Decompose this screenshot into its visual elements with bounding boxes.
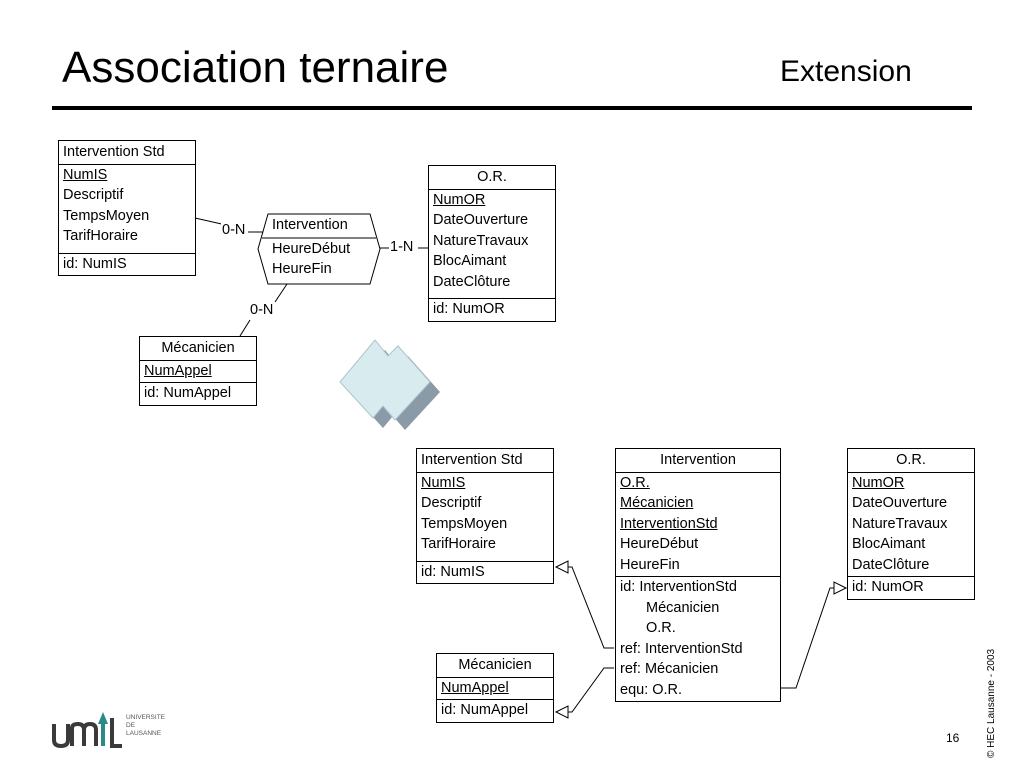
page-number: 16 — [946, 731, 960, 745]
university-logo: UNIVERSITE DE LAUSANNE — [52, 710, 172, 754]
line-is-intervention — [194, 217, 227, 226]
entity-intervention-std-top: Intervention Std NumIS Descriptif TempsM… — [58, 140, 196, 276]
logo-line-2: DE — [126, 722, 136, 729]
entity-id: id: NumAppel — [441, 702, 529, 718]
attr-numappel: NumAppel — [144, 362, 212, 379]
relationship-intervention: Intervention HeureDébut HeureFin — [258, 214, 380, 284]
attr-numis: NumIS — [421, 474, 466, 491]
ref-arrow-mecanicien — [554, 705, 569, 719]
attr-heuredebut: HeureDébut — [620, 536, 699, 552]
entity-name: Intervention Std — [59, 141, 195, 165]
line-intervention-mec-2 — [239, 319, 251, 337]
attr-tarifhoraire: TarifHoraire — [63, 228, 138, 244]
attr-interventionstd-ref: InterventionStd — [620, 515, 718, 532]
unil-mark — [52, 712, 122, 749]
attr-numappel: NumAppel — [441, 679, 509, 696]
relationship-name: Intervention — [272, 217, 348, 233]
title-divider — [52, 106, 972, 110]
attr-tempsmoyen: TempsMoyen — [421, 515, 508, 532]
entity-mecanicien-bottom: Mécanicien NumAppel id: NumAppel — [436, 653, 554, 723]
entity-name: O.R. — [429, 166, 555, 190]
entity-id: id: NumOR — [433, 301, 505, 317]
equ-arrow-or — [833, 581, 848, 595]
ref-line-interventionstd — [558, 566, 614, 649]
relationship-hexagon — [257, 213, 381, 285]
attr-descriptif: Descriptif — [63, 187, 124, 203]
entity-intervention-bottom: Intervention O.R. Mécanicien Interventio… — [615, 448, 781, 702]
attr-mecanicien-ref: Mécanicien — [620, 495, 694, 511]
slide-subtitle: Extension — [780, 55, 912, 88]
attr-dateouverture: DateOuverture — [852, 495, 948, 511]
attr-blocaimant: BlocAimant — [852, 536, 926, 552]
entity-name: Intervention Std — [417, 449, 553, 473]
cardinality-is: 0-N — [221, 221, 247, 239]
attr-descriptif: Descriptif — [421, 495, 482, 511]
university-name: UNIVERSITE DE LAUSANNE — [126, 714, 165, 738]
ref-arrow-interventionstd — [554, 560, 569, 574]
constraint-id: id: InterventionStd — [620, 579, 737, 595]
rel-attr-heurefin: HeureFin — [272, 261, 332, 277]
attr-datecloture: DateClôture — [852, 556, 930, 573]
entity-or-bottom: O.R. NumOR DateOuverture NatureTravaux B… — [847, 448, 975, 600]
equ-line-or — [780, 587, 844, 689]
attr-dateouverture: DateOuverture — [433, 212, 529, 228]
constraint-id-or: O.R. — [646, 620, 676, 636]
entity-id: id: NumOR — [852, 579, 924, 595]
attr-numis: NumIS — [63, 166, 108, 183]
attr-tempsmoyen: TempsMoyen — [63, 207, 150, 224]
cardinality-or: 1-N — [389, 238, 415, 256]
attr-tarifhoraire: TarifHoraire — [421, 536, 496, 552]
cardinality-mec: 0-N — [249, 301, 275, 319]
entity-id: id: NumAppel — [144, 385, 232, 401]
ref-line-mecanicien — [558, 667, 614, 713]
entity-name: O.R. — [848, 449, 974, 473]
entity-or-top: O.R. NumOR DateOuverture NatureTravaux B… — [428, 165, 556, 322]
entity-name: Intervention — [616, 449, 780, 473]
constraint-ref-interventionstd: ref: InterventionStd — [620, 640, 743, 657]
attr-naturetravaux: NatureTravaux — [852, 515, 948, 532]
line-intervention-mec — [274, 283, 288, 303]
attr-numor: NumOR — [852, 474, 905, 491]
attr-heurefin: HeureFin — [620, 556, 680, 573]
entity-name: Mécanicien — [437, 654, 553, 678]
attr-numor: NumOR — [433, 191, 486, 208]
entity-id: id: NumIS — [421, 563, 485, 580]
attr-blocaimant: BlocAimant — [433, 253, 507, 269]
logo-line-3: LAUSANNE — [126, 730, 162, 737]
slide-title: Association ternaire — [62, 43, 449, 92]
constraint-ref-mecanicien: ref: Mécanicien — [620, 661, 719, 677]
arrow-face — [339, 339, 431, 421]
logo-line-1: UNIVERSITE — [126, 714, 166, 721]
entity-intervention-std-bottom: Intervention Std NumIS Descriptif TempsM… — [416, 448, 554, 584]
entity-id: id: NumIS — [63, 255, 127, 272]
entity-name: Mécanicien — [140, 337, 256, 361]
rel-attr-heuredebut: HeureDébut — [272, 241, 351, 257]
attr-datecloture: DateClôture — [433, 273, 511, 290]
transformation-arrow — [339, 339, 440, 430]
entity-mecanicien-top: Mécanicien NumAppel id: NumAppel — [139, 336, 257, 406]
attr-or-ref: O.R. — [620, 474, 650, 491]
attr-naturetravaux: NatureTravaux — [433, 232, 529, 249]
constraint-id-mecanicien: Mécanicien — [646, 599, 720, 616]
copyright-notice: © HEC Lausanne - 2003 — [986, 648, 997, 758]
constraint-equ-or: equ: O.R. — [620, 681, 683, 698]
